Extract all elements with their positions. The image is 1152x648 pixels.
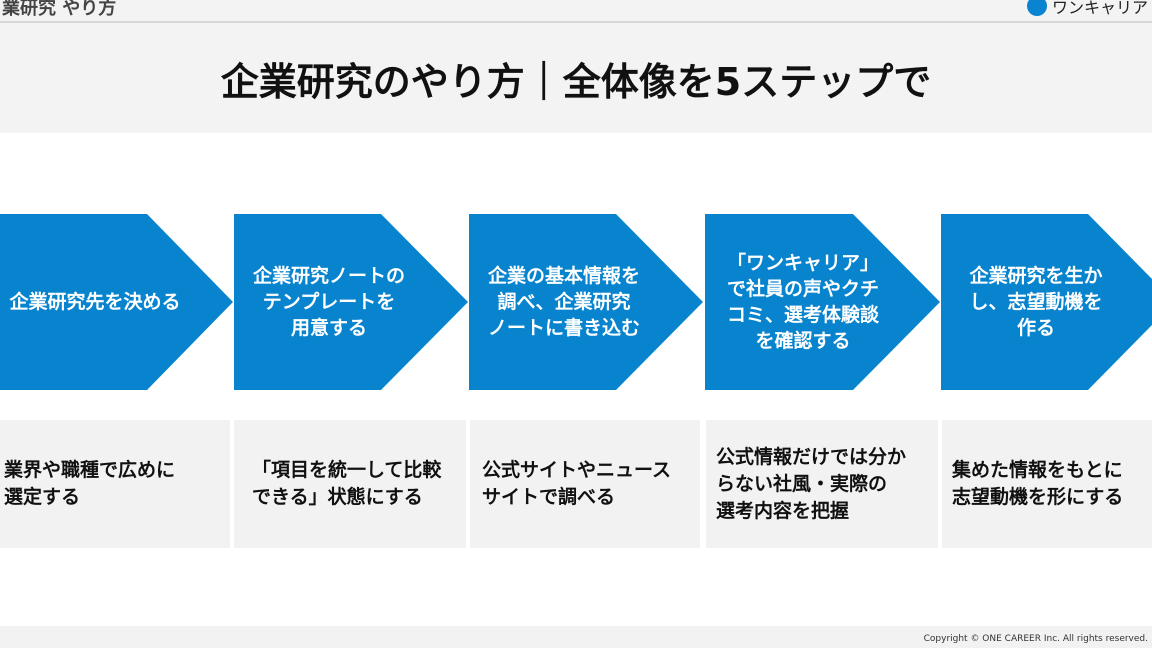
step-label: 企業研究を生か し、志望動機を 作る xyxy=(969,265,1103,339)
chevron-shape xyxy=(0,214,233,390)
step-desc-4: 公式情報だけでは分か らない社風・実際の 選考内容を把握 xyxy=(706,420,938,548)
title-band: 企業研究のやり方｜全体像を5ステップで xyxy=(0,23,1152,133)
top-bar: 業研究 やり方 ワンキャリア xyxy=(0,0,1152,23)
step-desc-1: 業界や職種で広めに 選定する xyxy=(0,420,230,548)
chevron-shape xyxy=(234,214,468,390)
breadcrumb: 業研究 やり方 xyxy=(2,0,117,19)
step-2: 企業研究ノートの テンプレートを 用意する xyxy=(234,214,468,390)
step-1: 企業研究先を決める xyxy=(0,214,233,390)
step-4: 「ワンキャリア」 で社員の声やクチ コミ、選考体験談 を確認する xyxy=(705,214,940,390)
step-label: 企業研究先を決める xyxy=(9,291,181,313)
logo-text: ワンキャリア xyxy=(1051,0,1148,17)
step-desc-2: 「項目を統一して比較 できる」状態にする xyxy=(234,420,466,548)
chevron-shape xyxy=(469,214,703,390)
logo: ワンキャリア xyxy=(1026,0,1148,18)
step-label: 「ワンキャリア」 で社員の声やクチ コミ、選考体験談 を確認する xyxy=(726,252,879,352)
step-3: 企業の基本情報を 調べ、企業研究 ノートに書き込む xyxy=(469,214,703,390)
page-title: 企業研究のやり方｜全体像を5ステップで xyxy=(220,59,932,104)
chevron-shape xyxy=(705,214,940,390)
logo-mark-icon xyxy=(1026,0,1047,16)
chevron-shape xyxy=(941,214,1152,390)
step-desc-3: 公式サイトやニュース サイトで調べる xyxy=(470,420,700,548)
footer: Copyright © ONE CAREER Inc. All rights r… xyxy=(0,626,1152,648)
step-label: 企業の基本情報を 調べ、企業研究 ノートに書き込む xyxy=(487,265,640,339)
copyright: Copyright © ONE CAREER Inc. All rights r… xyxy=(923,634,1148,644)
step-5: 企業研究を生か し、志望動機を 作る xyxy=(941,214,1152,390)
step-desc-5: 集めた情報をもとに 志望動機を形にする xyxy=(942,420,1152,548)
step-label: 企業研究ノートの テンプレートを 用意する xyxy=(252,265,405,339)
